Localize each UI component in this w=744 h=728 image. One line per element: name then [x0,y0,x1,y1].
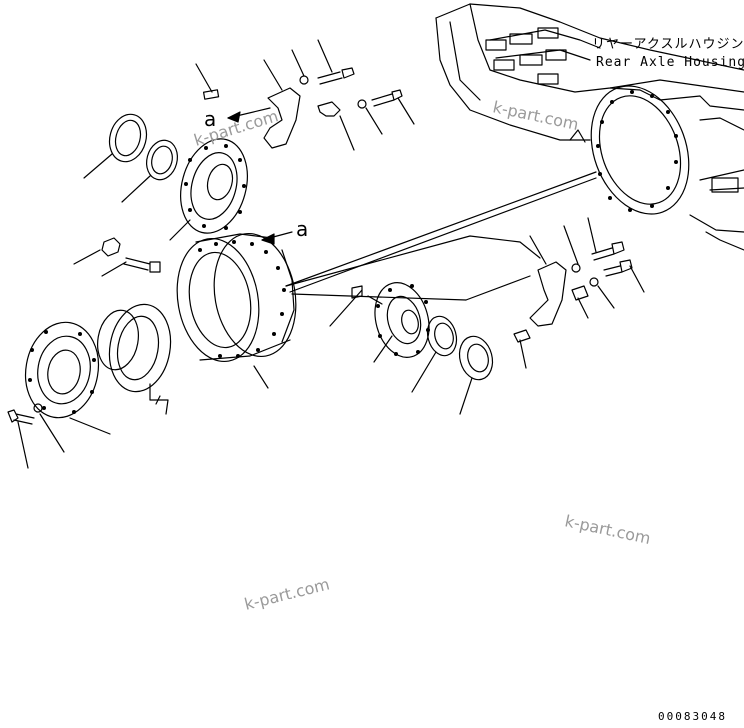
right-middle-parts [329,217,645,415]
dowel-pin [202,89,220,100]
shim-inner [97,309,139,371]
bottom-left-parts [7,237,172,469]
watermark-bottom-right: k-part.com [563,511,652,548]
bearing-cap-right [529,261,567,327]
roller-bearing [458,335,494,381]
bolt-upper [317,67,355,85]
top-left-parts [83,39,415,241]
bolt-right-upper [591,241,625,261]
oil-seal [108,113,148,163]
shim-outer [108,303,172,393]
callout-a-lower: a [296,217,308,241]
watermark-bottom-left: k-part.com [242,574,331,614]
lock-plate-right [571,285,589,301]
washer-right-upper [571,263,581,273]
bolt-stud [123,257,161,273]
carrier-housing [176,231,541,389]
washer-right-lower [589,277,599,287]
bearing-housing [374,282,430,358]
bearing-retainer [24,321,100,419]
bolt-retainer [7,409,35,425]
bearing-cone [146,139,178,181]
rear-axle-housing [435,3,744,251]
housing-title-english: Rear Axle Housing [596,55,744,70]
figure-number: 00083048 [658,710,727,723]
bolt-lower [371,89,403,107]
bearing-cap [263,87,301,149]
watermark-top-right: k-part.com [491,97,580,134]
washer-lower [357,99,367,109]
bolt-right-lower [603,259,633,277]
spring-pin [351,285,363,299]
bearing-cage [180,138,248,234]
callout-a-upper: a [204,107,216,131]
washer-upper [299,75,309,85]
dowel-pin-right [513,329,531,343]
assembly-guide-line [285,171,597,293]
bearing-cup [426,315,458,357]
nut [101,237,121,257]
lock-plate [317,101,341,117]
housing-title-japanese: リヤーアクスルハウジング [592,37,744,52]
washer-retainer [33,403,43,413]
